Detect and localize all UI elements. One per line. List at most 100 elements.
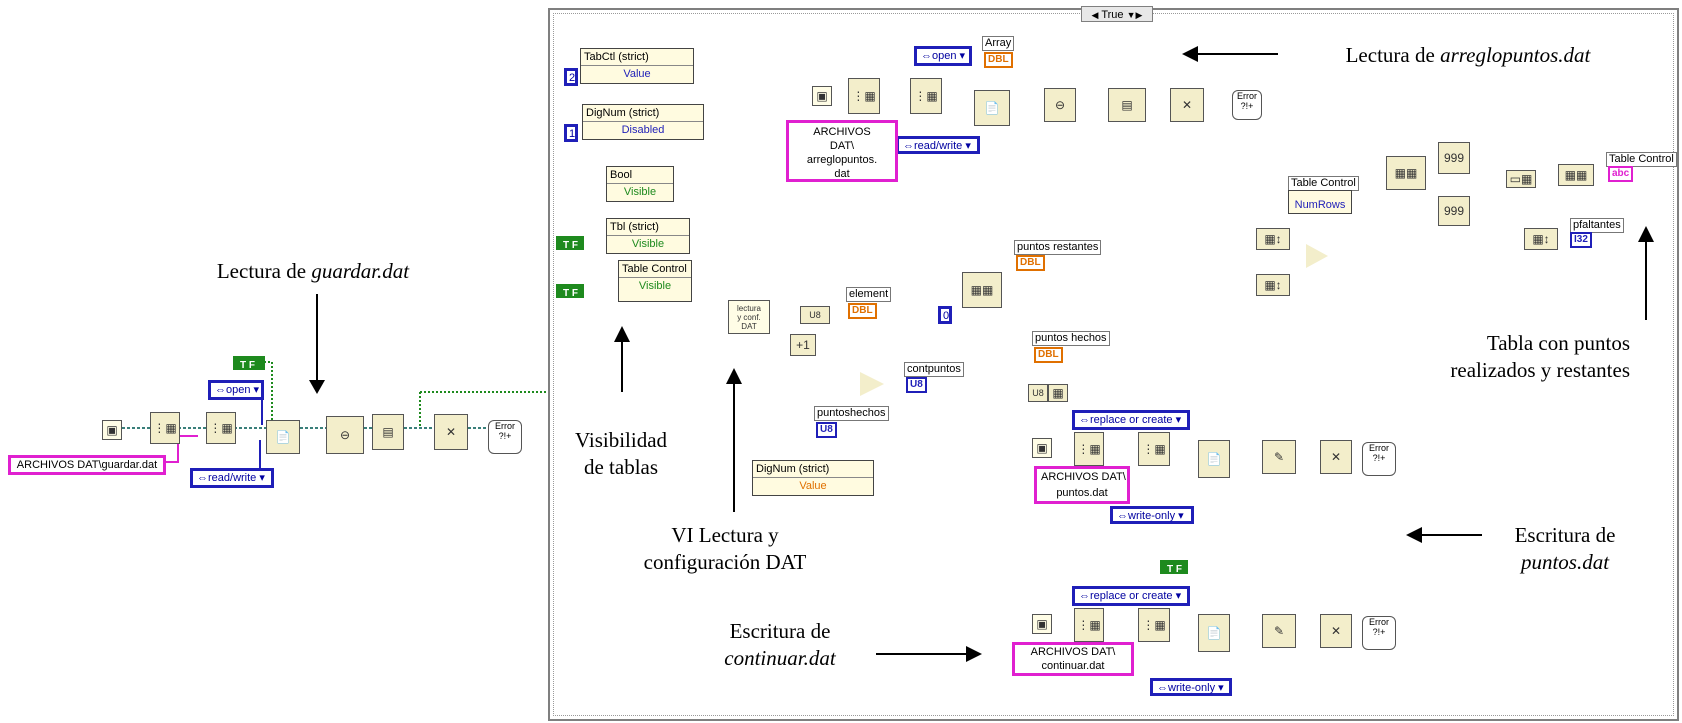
case-prev-icon[interactable]: ◀ — [1091, 10, 1099, 20]
error-handler-continuar[interactable]: Error?!+ — [1362, 616, 1396, 650]
annotation-visibilidad-line1: Visibilidad — [574, 428, 668, 452]
top-rw-label: read/write — [914, 140, 963, 152]
continuar-build-path[interactable]: ⋮▦ — [1074, 608, 1104, 642]
arrow-puntos — [1420, 534, 1482, 536]
case-selector[interactable]: ◀ True ▼▶ — [1081, 6, 1153, 22]
continuar-write-file[interactable]: ✎ — [1262, 614, 1296, 648]
error-label-1: Error — [495, 421, 515, 431]
puntos-open-file[interactable]: 📄 — [1198, 440, 1230, 478]
concat-node[interactable]: ▭▦ — [1506, 170, 1536, 188]
tbl-row: Visible — [631, 238, 665, 250]
dignum1-const[interactable]: 1 — [564, 124, 578, 142]
arrow-visibilidad-head — [614, 326, 630, 342]
left-rw-label: read/write — [208, 472, 257, 484]
format-node-2[interactable]: 999 — [1438, 196, 1470, 226]
continuar-access-constant[interactable]: ⇔write-only ▾ — [1150, 678, 1232, 696]
error-handler-puntos[interactable]: Error?!+ — [1362, 442, 1396, 476]
top-close-file-node[interactable]: ✕ — [1170, 88, 1204, 122]
strip-path-node[interactable]: ⋮▦ — [206, 412, 236, 444]
increment-node[interactable]: +1 — [790, 334, 816, 356]
tbl-title: Tbl (strict) — [607, 219, 689, 236]
arrow-guardar-head — [309, 380, 325, 394]
left-open-constant[interactable]: ⇔open ▾ — [208, 380, 264, 400]
open-file-node[interactable]: 📄 — [266, 420, 300, 454]
top-lock-node[interactable]: ⊖ — [1044, 88, 1076, 122]
build-array-node-mid[interactable]: ▦▦ — [962, 272, 1002, 308]
continuar-close-file[interactable]: ✕ — [1320, 614, 1352, 648]
lock-node[interactable]: ⊖ — [326, 416, 364, 454]
arrow-tabla-head — [1638, 226, 1654, 242]
numrows-property-node[interactable]: NumRows — [1288, 190, 1352, 214]
continuar-mode-label: replace or create — [1090, 590, 1173, 602]
array-label: Array — [982, 36, 1015, 51]
close-file-node[interactable]: ✕ — [434, 414, 468, 450]
tbl-property-node[interactable]: Tbl (strict) Visible — [606, 218, 690, 254]
lectura-vi-line3: DAT — [741, 321, 757, 331]
tabctl-property-node[interactable]: TabCtl (strict) Value — [580, 48, 694, 84]
top-path-constant[interactable]: ARCHIVOS DAT\ arreglopuntos. dat — [786, 120, 898, 182]
continuar-path-icon[interactable]: ▣ — [1032, 614, 1052, 634]
top-open-constant[interactable]: ⇔open ▾ — [914, 46, 972, 66]
top-open-file-node[interactable]: 📄 — [974, 90, 1010, 126]
puntos-path-line1: ARCHIVOS DAT\ — [1041, 471, 1126, 483]
numrows-row: NumRows — [1294, 199, 1346, 211]
array-size-node-3[interactable]: ▦↕ — [1524, 228, 1558, 250]
puntos-close-file[interactable]: ✕ — [1320, 440, 1352, 474]
zero-constant[interactable]: 0 — [938, 306, 952, 324]
left-rw-constant[interactable]: ⇔read/write ▾ — [190, 468, 274, 488]
subtract-node-mid[interactable] — [860, 372, 884, 396]
top-path-line2: DAT\ — [829, 140, 855, 152]
left-path-constant[interactable]: ARCHIVOS DAT\guardar.dat — [8, 455, 166, 475]
top-read-file-node[interactable]: ▤ — [1108, 88, 1146, 122]
continuar-open-file[interactable]: 📄 — [1198, 614, 1230, 652]
puntos-path-constant[interactable]: ARCHIVOS DAT\ puntos.dat — [1034, 466, 1130, 504]
top-strip-path-node[interactable]: ⋮▦ — [910, 78, 942, 114]
tf2-constant[interactable]: T F — [556, 284, 584, 299]
continuar-mode-constant[interactable]: ⇔replace or create ▾ — [1072, 586, 1190, 606]
puntos-path-icon[interactable]: ▣ — [1032, 438, 1052, 458]
puntos-mode-constant[interactable]: ⇔replace or create ▾ — [1072, 410, 1190, 430]
error-handler-top[interactable]: Error?!+ — [1232, 90, 1262, 120]
left-tf-constant[interactable]: T F — [233, 356, 265, 371]
format-node-1[interactable]: 999 — [1438, 142, 1470, 174]
case-menu-icon[interactable]: ▼▶ — [1126, 10, 1143, 20]
puntos-build-path[interactable]: ⋮▦ — [1074, 432, 1104, 466]
annotation-puntos-file: puntos.dat — [1520, 550, 1610, 574]
array-type: DBL — [984, 52, 1013, 68]
build-path-node[interactable]: ⋮▦ — [150, 412, 180, 444]
continuar-tf-constant[interactable]: T F — [1160, 560, 1188, 575]
puntos-write-file[interactable]: ✎ — [1262, 440, 1296, 474]
subtract-node-top[interactable] — [1306, 244, 1328, 268]
top-path-constant-icon[interactable]: ▣ — [812, 86, 832, 106]
dignum1-property-node[interactable]: DigNum (strict) Disabled — [582, 104, 704, 140]
tabctl-const[interactable]: 2 — [564, 68, 578, 86]
dignum1-title: DigNum (strict) — [583, 105, 703, 122]
error-puntos-label-1: Error — [1369, 443, 1389, 453]
dignum2-property-node[interactable]: DigNum (strict) Value — [752, 460, 874, 496]
error-handler-left[interactable]: Error?!+ — [488, 420, 522, 454]
top-build-path-node[interactable]: ⋮▦ — [848, 78, 880, 114]
u8-convert-node-2[interactable]: U8 — [1028, 384, 1048, 402]
tablecontrol-visible-node[interactable]: Table Control Visible — [618, 260, 692, 302]
annotation-visibilidad-line2: de tablas — [583, 455, 659, 479]
puntos-access-constant[interactable]: ⇔write-only ▾ — [1110, 506, 1194, 524]
annotation-guardar: Lectura de guardar.dat — [183, 258, 443, 285]
arrow-arreglo-head — [1182, 46, 1198, 62]
lectura-vi-line2: y conf. — [737, 312, 761, 322]
build-array-node-top[interactable]: ▦▦ — [1386, 156, 1426, 190]
bool-property-node[interactable]: Bool Visible — [606, 166, 674, 202]
continuar-strip-path[interactable]: ⋮▦ — [1138, 608, 1170, 642]
tf1-constant[interactable]: T F — [556, 236, 584, 251]
top-rw-constant[interactable]: ⇔read/write ▾ — [896, 136, 980, 154]
array-to-string-node[interactable]: ▦ — [1048, 384, 1068, 402]
array-size-node-1[interactable]: ▦↕ — [1256, 228, 1290, 250]
path-constant-icon[interactable]: ▣ — [102, 420, 122, 440]
array-size-node-2[interactable]: ▦↕ — [1256, 274, 1290, 296]
transpose-node[interactable]: ▦▦ — [1558, 164, 1594, 186]
tabctl-title: TabCtl (strict) — [581, 49, 693, 66]
read-file-node[interactable]: ▤ — [372, 414, 404, 450]
lectura-conf-dat-vi[interactable]: lectura y conf. DAT — [728, 300, 770, 334]
puntos-strip-path[interactable]: ⋮▦ — [1138, 432, 1170, 466]
to-u8-node[interactable]: U8 — [800, 306, 830, 324]
continuar-path-constant[interactable]: ARCHIVOS DAT\ continuar.dat — [1012, 642, 1134, 676]
